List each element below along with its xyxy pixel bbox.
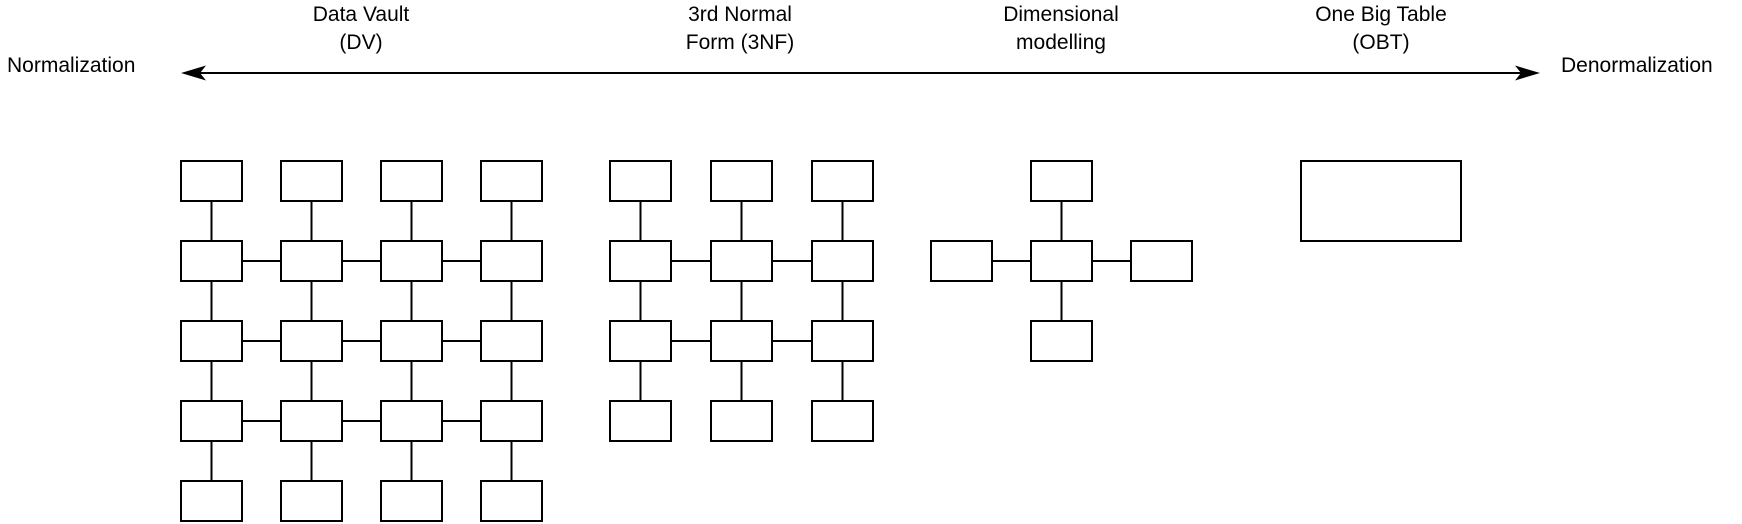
entity-box <box>380 320 443 362</box>
entity-box <box>180 320 243 362</box>
entity-box <box>480 240 543 282</box>
diagram-data-vault <box>180 160 543 522</box>
entity-box <box>609 240 672 282</box>
entity-box <box>609 320 672 362</box>
entity-box <box>609 400 672 442</box>
entity-box <box>380 160 443 202</box>
entity-box <box>180 480 243 522</box>
entity-box <box>480 400 543 442</box>
spectrum-arrow <box>181 65 1540 81</box>
label-one-big-table: One Big Table (OBT) <box>1315 1 1447 57</box>
axis-label-normalization: Normalization <box>7 54 136 77</box>
axis-label-denormalization: Denormalization <box>1561 54 1713 77</box>
entity-box <box>710 240 773 282</box>
label-line: One Big Table <box>1315 3 1447 26</box>
diagram-obt <box>1300 160 1462 242</box>
entity-box <box>710 320 773 362</box>
entity-box <box>480 480 543 522</box>
entity-box <box>710 160 773 202</box>
entity-box <box>180 240 243 282</box>
entity-box <box>1030 320 1093 362</box>
arrowhead-left-icon <box>181 65 206 81</box>
diagram-dimensional <box>930 160 1193 362</box>
diagram-3nf <box>609 160 874 442</box>
label-line: Form (3NF) <box>685 31 795 54</box>
entity-box <box>811 160 874 202</box>
label-line: (DV) <box>339 31 383 54</box>
entity-box <box>710 400 773 442</box>
label-line: Dimensional <box>1003 3 1119 26</box>
entity-box <box>180 400 243 442</box>
entity-box <box>380 240 443 282</box>
entity-box <box>280 320 343 362</box>
entity-box <box>811 320 874 362</box>
entity-box <box>280 160 343 202</box>
entity-box <box>280 240 343 282</box>
label-data-vault: Data Vault (DV) <box>313 1 410 57</box>
entity-box <box>811 240 874 282</box>
entity-box <box>1030 160 1093 202</box>
arrowhead-right-icon <box>1515 65 1540 81</box>
entity-box <box>480 320 543 362</box>
entity-box <box>280 400 343 442</box>
entity-box <box>609 160 672 202</box>
label-line: modelling <box>1016 31 1106 54</box>
entity-box <box>380 400 443 442</box>
label-3rd-normal-form: 3rd Normal Form (3NF) <box>686 1 795 57</box>
label-line: 3rd Normal <box>688 3 792 26</box>
label-line: (OBT) <box>1352 31 1410 54</box>
entity-box <box>380 480 443 522</box>
entity-box <box>480 160 543 202</box>
entity-box <box>280 480 343 522</box>
label-dimensional-modelling: Dimensional modelling <box>1003 1 1119 57</box>
label-line: Data Vault <box>312 3 410 26</box>
entity-box <box>930 240 993 282</box>
entity-box <box>811 400 874 442</box>
entity-box <box>180 160 243 202</box>
entity-box <box>1030 240 1093 282</box>
entity-box <box>1130 240 1193 282</box>
entity-box <box>1300 160 1462 242</box>
